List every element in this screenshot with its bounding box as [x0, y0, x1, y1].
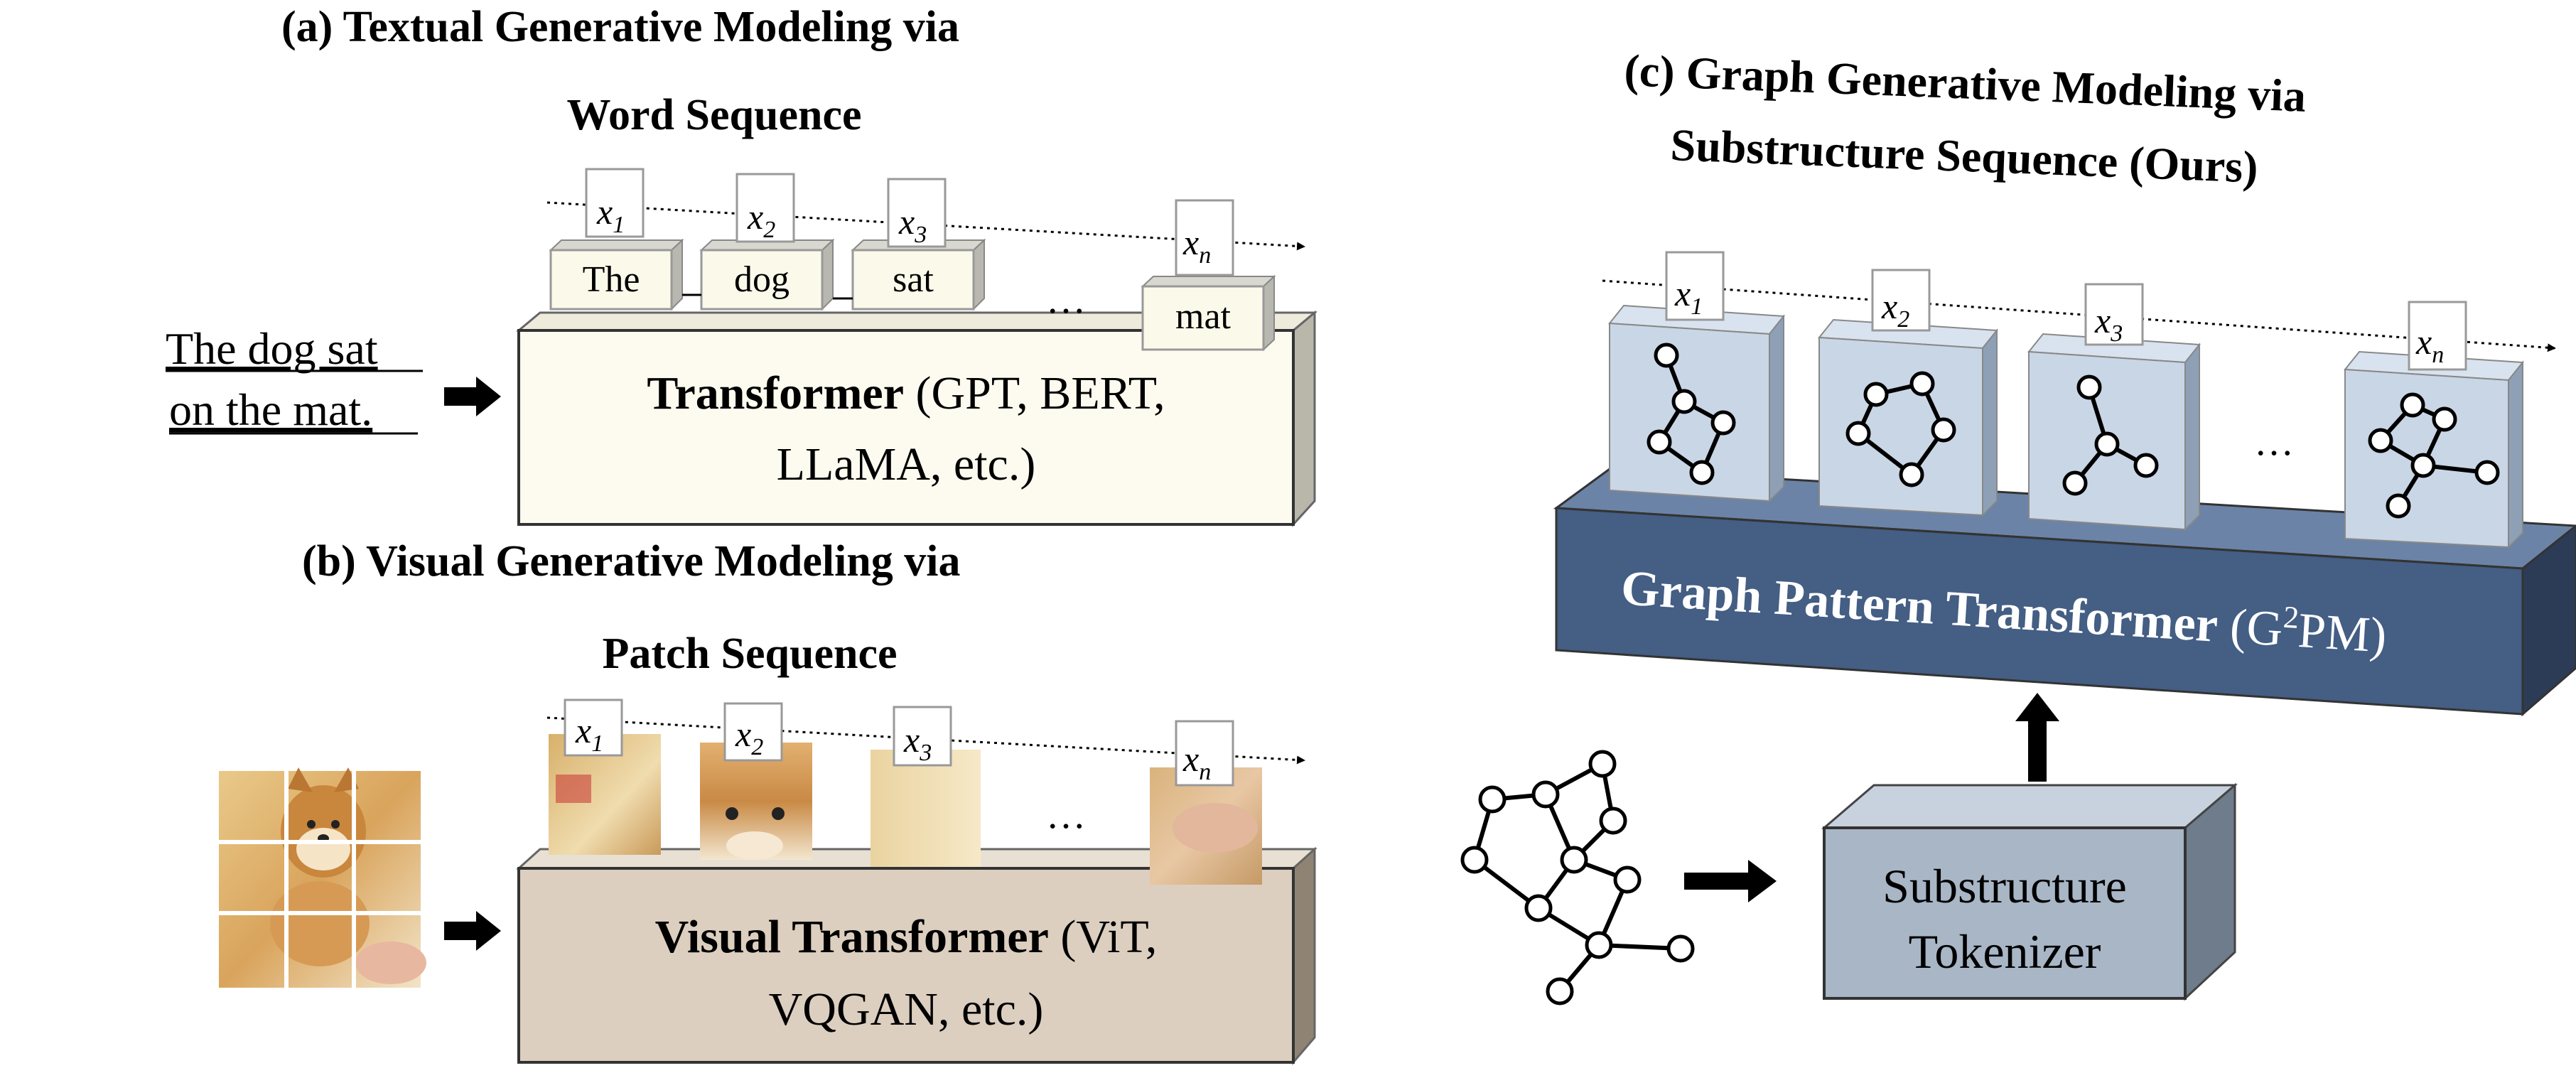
- svg-text:x1: x1: [596, 192, 625, 238]
- panel-a-word-1: The: [583, 259, 640, 300]
- panel-a-word-block: dog: [699, 238, 835, 311]
- panel-c-sequence-arrow: [1602, 279, 2556, 352]
- panel-a-token-1: x1: [585, 168, 645, 238]
- svg-text:x2: x2: [735, 714, 763, 760]
- svg-text:x1: x1: [575, 711, 603, 757]
- svg-text:xn: xn: [1182, 222, 1211, 269]
- panel-b-token-3: x3: [893, 706, 952, 767]
- panel-c-token-n: xn: [2408, 301, 2467, 371]
- panel-a-word-block: mat: [1141, 274, 1276, 352]
- panel-c-input-graph: [1460, 750, 1695, 1005]
- panel-a-box-front: [517, 329, 1295, 526]
- svg-text:xn: xn: [2415, 322, 2444, 368]
- panel-a-token-3: x3: [887, 178, 947, 248]
- svg-text:xn: xn: [1182, 739, 1211, 785]
- panel-a-word-3: sat: [893, 259, 934, 300]
- panel-b-ellipsis: …: [1046, 793, 1086, 837]
- panel-a-ellipsis: …: [1046, 278, 1086, 322]
- panel-c-substructure-tile-2: [1818, 318, 1998, 517]
- panel-c: (c) Graph Generative Modeling via Substr…: [1460, 45, 2576, 1005]
- panel-c-substructure-tile-n: [2344, 350, 2524, 549]
- panel-a-box-side: [1292, 310, 1316, 527]
- panel-b-patch-1-detail: [556, 775, 591, 803]
- panel-b-patch-3: [871, 750, 981, 867]
- panel-c-box-front: [1555, 507, 2524, 716]
- panel-c-tokenizer-line2: Tokenizer: [1909, 924, 2101, 978]
- svg-text:x3: x3: [2094, 301, 2123, 347]
- svg-text:x2: x2: [747, 197, 775, 243]
- panel-a-title-line2: Word Sequence: [566, 91, 861, 139]
- svg-text:x3: x3: [898, 202, 927, 248]
- panel-b-box-bold: Visual Transformer: [655, 911, 1049, 963]
- panel-b-box-front: [517, 867, 1295, 1064]
- panel-a-token-n: xn: [1175, 199, 1234, 276]
- panel-b-token-n: xn: [1175, 720, 1234, 787]
- panel-b-patch-2-eye: [726, 807, 738, 820]
- panel-a-input-line2: on the mat.: [169, 384, 372, 435]
- panel-c-up-arrow: [2015, 693, 2059, 782]
- panel-a-box-label-line2: LLaMA, etc.): [777, 438, 1036, 490]
- panel-c-tokenizer-front: [1823, 826, 2187, 1000]
- panel-a-box-rest: (GPT, BERT,: [904, 367, 1165, 419]
- panel-a-word-block: sat: [851, 238, 986, 311]
- panel-c-title-line1: (c) Graph Generative Modeling via: [1623, 45, 2307, 122]
- panel-b-box-label-line1: Visual Transformer (ViT,: [655, 911, 1158, 963]
- svg-text:x1: x1: [1674, 274, 1703, 320]
- panel-b-title-line2: Patch Sequence: [602, 630, 897, 678]
- panel-b-input-image: [219, 767, 426, 988]
- panel-a-word-block: The: [549, 238, 684, 311]
- panel-a-token-2: x2: [735, 173, 795, 243]
- panel-b-patch-2-muzzle: [726, 831, 783, 860]
- panel-a-input-line1: The dog sat: [166, 323, 378, 374]
- panel-c-substructure-tile-1: [1608, 304, 1785, 503]
- panel-c-tokenizer-top: [1821, 784, 2238, 829]
- panel-a-word-4: mat: [1175, 296, 1232, 337]
- svg-text:x2: x2: [1881, 286, 1909, 333]
- panel-c-substructure-tile-3: [2027, 333, 2201, 532]
- svg-text:x3: x3: [903, 720, 932, 766]
- panel-a-title-line1: (a) Textual Generative Modeling via: [281, 3, 959, 51]
- panel-c-ellipsis: …: [2254, 420, 2294, 464]
- panel-b-token-2: x2: [723, 702, 783, 762]
- panel-b-patch-2-eye: [772, 807, 785, 820]
- panel-b-input-arrow: [444, 911, 501, 951]
- panel-a-box-bold: Transformer: [647, 367, 904, 419]
- panel-c-box-sup: 2: [2283, 600, 2300, 635]
- panel-a: (a) Textual Generative Modeling via Word…: [166, 3, 1318, 527]
- panel-c-title-line2: Substructure Sequence (Ours): [1669, 119, 2258, 193]
- panel-b-title-line1: (b) Visual Generative Modeling via: [302, 537, 961, 586]
- panel-b: (b) Visual Generative Modeling via Patch…: [219, 537, 1317, 1066]
- panel-b-patch-n-hand: [1173, 803, 1258, 853]
- panel-c-token-1: x1: [1665, 251, 1725, 321]
- panel-a-input-arrow: [444, 377, 501, 416]
- panel-b-box-rest: (ViT,: [1049, 911, 1157, 963]
- panel-c-token-3: x3: [2084, 283, 2144, 347]
- panel-a-box-label-line1: Transformer (GPT, BERT,: [647, 367, 1165, 419]
- panel-a-word-2: dog: [734, 259, 789, 300]
- panel-b-box-side: [1292, 846, 1316, 1066]
- panel-c-box-rest-b: PM): [2297, 603, 2388, 664]
- panel-c-tokenizer-line1: Substructure: [1882, 859, 2127, 913]
- panel-c-input-arrow: [1684, 860, 1777, 902]
- panel-b-token-1: x1: [564, 698, 623, 757]
- panel-c-box-rest-a: (G: [2216, 598, 2284, 657]
- panel-b-box-label-line2: VQGAN, etc.): [769, 983, 1044, 1035]
- panel-c-token-2: x2: [1871, 269, 1931, 333]
